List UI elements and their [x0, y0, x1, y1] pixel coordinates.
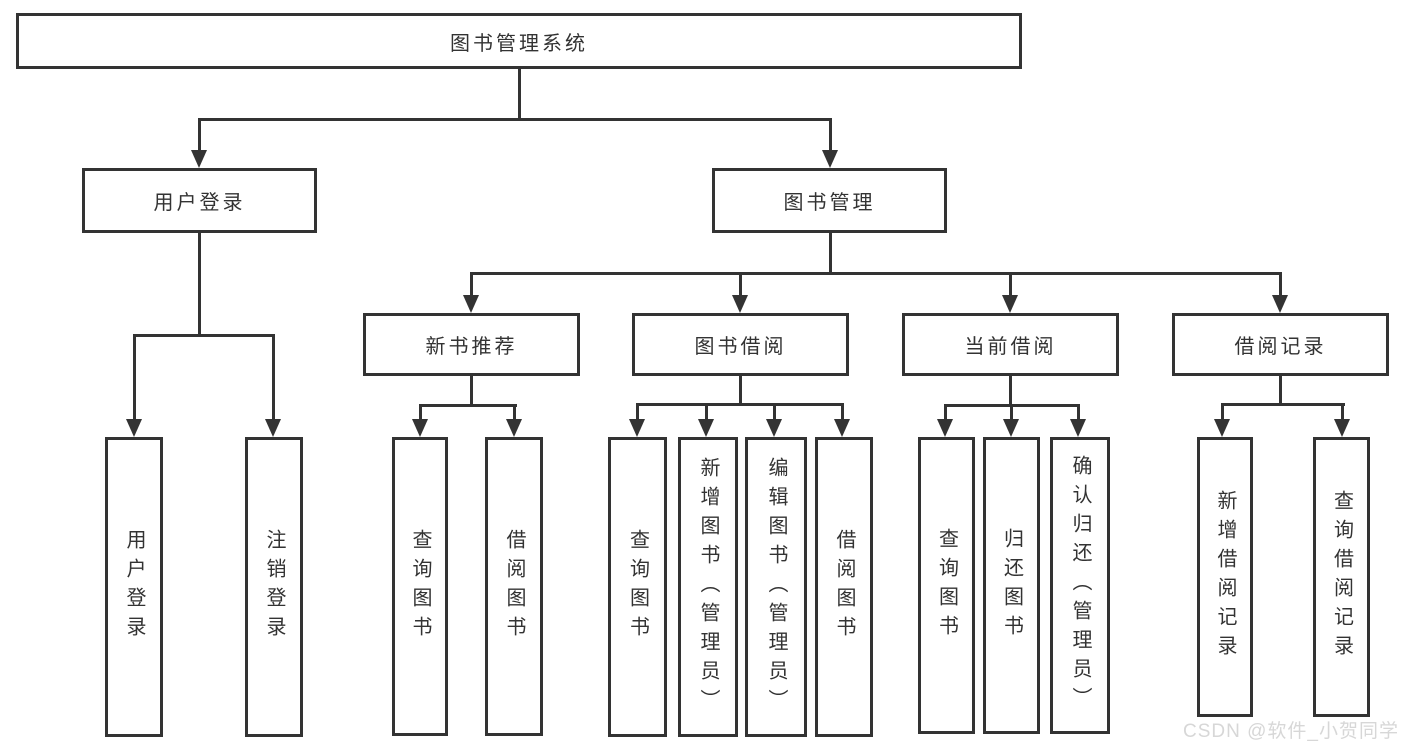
connector-line [1077, 404, 1080, 422]
connector-line [198, 233, 201, 336]
node-book-borrowing: 图书借阅 [632, 313, 849, 376]
arrow-down-icon [629, 419, 645, 437]
leaf-recommend-query-books: 查询图书 [392, 437, 448, 736]
leaf-records-add-record: 新增借阅记录 [1197, 437, 1253, 717]
connector-line [944, 404, 947, 422]
arrow-down-icon [698, 419, 714, 437]
leaf-current-query-books: 查询图书 [918, 437, 975, 734]
connector-line [419, 404, 422, 422]
leaf-borrowing-query-books: 查询图书 [608, 437, 667, 737]
node-user-login: 用户登录 [82, 168, 317, 233]
leaf-user-login: 用户登录 [105, 437, 163, 737]
arrow-down-icon [822, 150, 838, 168]
connector-line [1279, 272, 1282, 297]
arrow-down-icon [766, 419, 782, 437]
connector-line [1010, 404, 1013, 422]
connector-line [470, 376, 473, 406]
connector-line [419, 404, 517, 407]
arrow-down-icon [126, 419, 142, 437]
connector-line [829, 233, 832, 274]
leaf-current-return-books: 归还图书 [983, 437, 1040, 734]
leaf-borrowing-borrow-books: 借阅图书 [815, 437, 873, 737]
leaf-recommend-borrow-books: 借阅图书 [485, 437, 543, 736]
connector-line [198, 118, 832, 121]
connector-line [829, 118, 832, 152]
arrow-down-icon [191, 150, 207, 168]
arrow-down-icon [937, 419, 953, 437]
connector-line [739, 272, 742, 297]
node-root: 图书管理系统 [16, 13, 1022, 69]
leaf-borrowing-add-books-admin: 新增图书（管理员） [678, 437, 738, 737]
arrow-down-icon [1070, 419, 1086, 437]
node-current-borrowing: 当前借阅 [902, 313, 1119, 376]
connector-line [773, 403, 776, 422]
node-borrowing-records: 借阅记录 [1172, 313, 1389, 376]
connector-line [470, 272, 1282, 275]
connector-line [272, 334, 275, 421]
connector-line [1009, 376, 1012, 406]
node-book-management: 图书管理 [712, 168, 947, 233]
connector-line [636, 403, 844, 406]
connector-line [705, 403, 708, 422]
arrow-down-icon [412, 419, 428, 437]
arrow-down-icon [1214, 419, 1230, 437]
connector-line [636, 403, 639, 422]
leaf-logout: 注销登录 [245, 437, 303, 737]
connector-line [1341, 403, 1344, 422]
csdn-watermark: CSDN @软件_小贺同学 [1183, 721, 1399, 742]
connector-line [470, 272, 473, 297]
arrow-down-icon [1003, 419, 1019, 437]
connector-line [1221, 403, 1224, 422]
arrow-down-icon [1002, 295, 1018, 313]
arrow-down-icon [1334, 419, 1350, 437]
connector-line [1221, 403, 1345, 406]
connector-line [841, 403, 844, 422]
leaf-records-query-record: 查询借阅记录 [1313, 437, 1370, 717]
arrow-down-icon [1272, 295, 1288, 313]
connector-line [133, 334, 136, 421]
node-new-book-recommend: 新书推荐 [363, 313, 580, 376]
connector-line [133, 334, 275, 337]
leaf-current-confirm-return-admin: 确认归还（管理员） [1050, 437, 1110, 734]
connector-line [198, 118, 201, 152]
arrow-down-icon [834, 419, 850, 437]
connector-line [1009, 272, 1012, 297]
connector-line [739, 376, 742, 405]
arrow-down-icon [732, 295, 748, 313]
connector-line [1279, 376, 1282, 405]
leaf-borrowing-edit-books-admin: 编辑图书（管理员） [745, 437, 807, 737]
arrow-down-icon [463, 295, 479, 313]
arrow-down-icon [265, 419, 281, 437]
arrow-down-icon [506, 419, 522, 437]
connector-line [513, 404, 516, 422]
connector-line [518, 69, 521, 118]
